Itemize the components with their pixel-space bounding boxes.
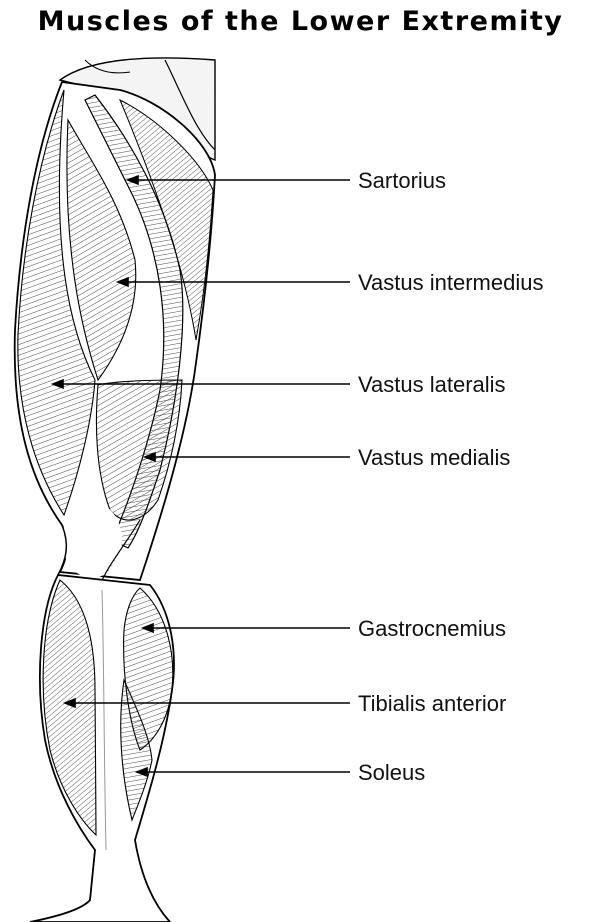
vastus-medialis-shape (96, 380, 182, 520)
label-tibialis-anterior: Tibialis anterior (358, 691, 506, 717)
label-vastus-medialis: Vastus medialis (358, 445, 510, 471)
label-vastus-intermedius: Vastus intermedius (358, 270, 543, 296)
label-vastus-lateralis: Vastus lateralis (358, 372, 506, 398)
label-gastrocnemius: Gastrocnemius (358, 616, 506, 642)
label-soleus: Soleus (358, 760, 425, 786)
label-sartorius: Sartorius (358, 168, 446, 194)
